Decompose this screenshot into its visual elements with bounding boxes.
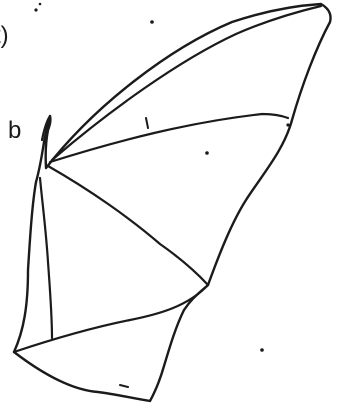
speck	[39, 3, 42, 6]
point-label-b: b	[8, 117, 21, 144]
body-edge	[40, 178, 52, 338]
speck	[120, 385, 128, 387]
digit-mark	[146, 118, 148, 128]
speck	[34, 8, 37, 11]
digit-long	[50, 114, 288, 162]
speck	[205, 151, 209, 155]
digit-lower	[48, 166, 208, 285]
panel-label: t)	[0, 22, 9, 49]
leading-edge-inner	[52, 6, 321, 160]
speck	[286, 123, 289, 126]
speck	[150, 20, 154, 24]
speck	[260, 348, 264, 352]
wing-outline	[14, 4, 331, 401]
